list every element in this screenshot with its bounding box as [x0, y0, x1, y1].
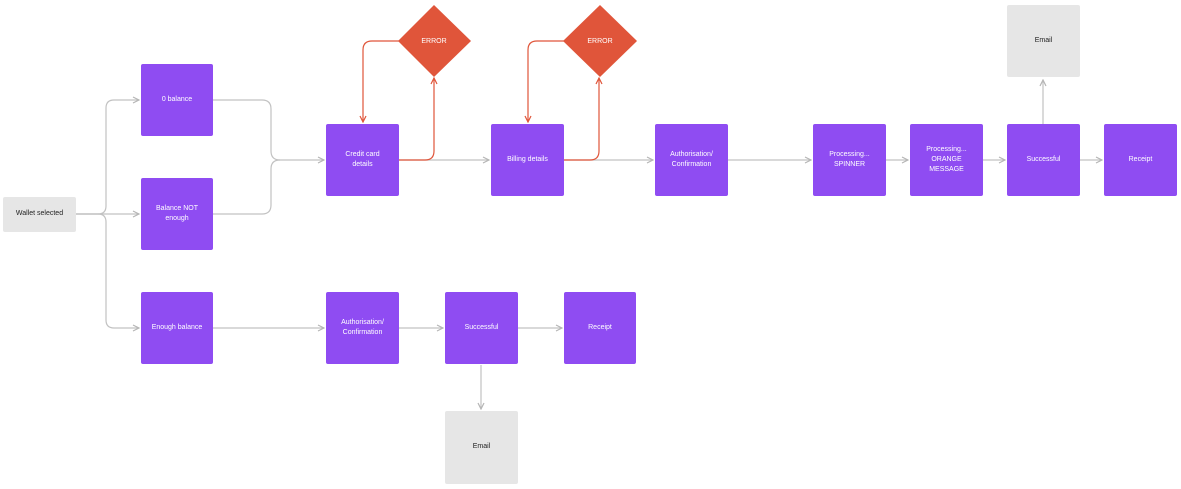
zero-balance-node[interactable]: 0 balance [141, 64, 213, 136]
balance-not-enough-node[interactable]: Balance NOT enough [141, 178, 213, 250]
edge-error-1-to-credit-card [363, 40, 399, 122]
error-label-2: ERROR [587, 38, 613, 45]
edge-wallet-to-enough-balance [76, 213, 139, 328]
edge-error-2-to-billing [528, 40, 564, 122]
authorisation-top-node[interactable]: Authorisation/ Confirmation [655, 124, 728, 196]
edge-wallet-to-zero-balance [76, 100, 139, 215]
edge-not-enough-to-credit-card [213, 159, 281, 215]
billing-details-node[interactable]: Billing details [491, 124, 564, 196]
email-top-node[interactable]: Email [1007, 5, 1080, 77]
wallet-selected-node[interactable]: Wallet selected [3, 197, 76, 232]
credit-card-details-node[interactable]: Credit card details [326, 124, 399, 196]
enough-balance-node[interactable]: Enough balance [141, 292, 213, 364]
processing-orange-node[interactable]: Processing... ORANGE MESSAGE [910, 124, 983, 196]
successful-top-node[interactable]: Successful [1007, 124, 1080, 196]
error-label-1: ERROR [421, 38, 447, 45]
receipt-bottom-node[interactable]: Receipt [564, 292, 636, 364]
edge-billing-to-error-2 [564, 78, 599, 161]
error-diamond-1 [398, 5, 471, 77]
processing-spinner-node[interactable]: Processing... SPINNER [813, 124, 886, 196]
email-bottom-node[interactable]: Email [445, 411, 518, 484]
edge-zero-balance-to-credit-card [213, 99, 324, 160]
edge-credit-card-to-error-1 [399, 78, 434, 161]
successful-bottom-node[interactable]: Successful [445, 292, 518, 364]
authorisation-bottom-node[interactable]: Authorisation/ Confirmation [326, 292, 399, 364]
error-diamond-2 [563, 5, 637, 77]
receipt-top-node[interactable]: Receipt [1104, 124, 1177, 196]
